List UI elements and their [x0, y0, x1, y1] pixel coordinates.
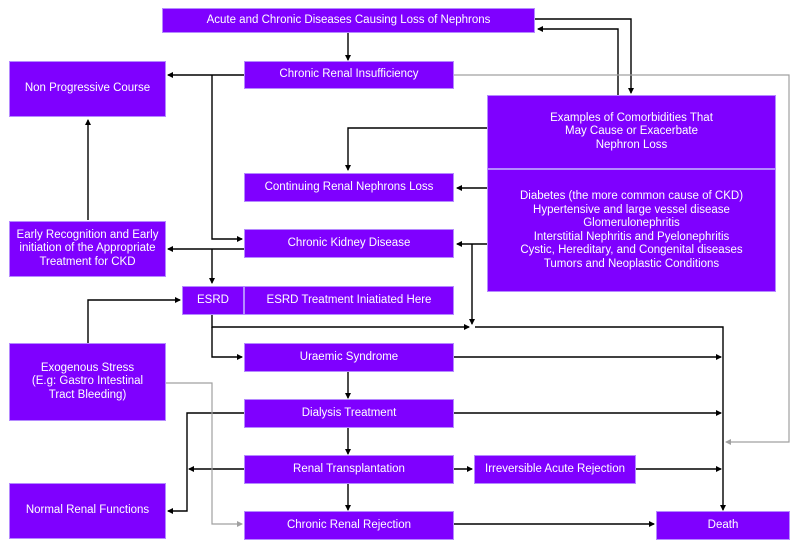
node-death: Death — [656, 511, 790, 540]
node-chronic-renal-rejection: Chronic Renal Rejection — [244, 511, 454, 540]
node-dialysis-treatment: Dialysis Treatment — [244, 399, 454, 428]
arrow-dialysis-to-normal — [167, 412, 244, 514]
node-comorbidities-list: Diabetes (the more common cause of CKD) … — [487, 169, 776, 292]
node-chronic-kidney-disease: Chronic Kidney Disease — [244, 229, 454, 258]
node-esrd: ESRD — [182, 286, 244, 315]
arrow-cri-to-ckd — [211, 75, 243, 242]
node-early-recognition: Early Recognition and Early initiation o… — [9, 221, 166, 277]
arrow-esrd-to-uraemic — [211, 327, 243, 360]
arrow-exo-to-esrd — [87, 297, 181, 343]
arrow-exo-to-chronic-gray — [166, 382, 243, 527]
node-chronic-renal-insufficiency: Chronic Renal Insufficiency — [244, 61, 454, 89]
arrow-comorb-to-acute — [537, 26, 619, 95]
node-irreversible-acute-rejection: Irreversible Acute Rejection — [474, 455, 636, 484]
line-junction-to-death — [475, 326, 726, 511]
node-acute-chronic-diseases: Acute and Chronic Diseases Causing Loss … — [162, 8, 535, 33]
node-continuing-nephron-loss: Continuing Renal Nephrons Loss — [244, 173, 454, 202]
node-renal-transplantation: Renal Transplantation — [244, 455, 454, 484]
node-esrd-treatment: ESRD Treatment Iniatiated Here — [244, 286, 454, 315]
arrow-esrd-to-junction — [211, 314, 470, 330]
arrow-comorb-to-continuing — [345, 127, 487, 171]
node-non-progressive-course: Non Progressive Course — [9, 61, 166, 117]
node-normal-renal-functions: Normal Renal Functions — [9, 483, 166, 539]
node-exogenous-stress: Exogenous Stress (E.g: Gastro Intestinal… — [9, 343, 166, 421]
arrow-cri-to-death-gray — [454, 74, 790, 445]
arrow-acute-to-comorb — [535, 18, 634, 94]
node-comorbidities-title: Examples of Comorbidities That May Cause… — [487, 95, 776, 169]
node-uraemic-syndrome: Uraemic Syndrome — [244, 343, 454, 372]
